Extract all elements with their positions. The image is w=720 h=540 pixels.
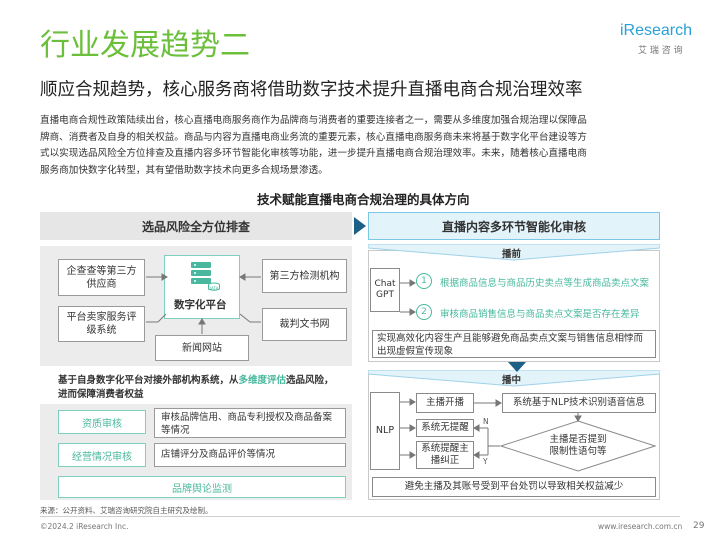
source-judgment-docs: 裁判文书网: [262, 308, 347, 341]
intro-paragraph: 直播电商合规性政策陆续出台，核心直播电商服务商作为品牌商与消费者的重要连接者之一…: [40, 113, 680, 179]
transition-arrow-right: [354, 217, 366, 235]
no-branch-label: N: [483, 417, 489, 426]
step-2-badge: 2: [416, 304, 432, 320]
source-note: 来源：公开资料、艾瑞咨询研究院自主研究及绘制。: [40, 506, 213, 515]
right-header: 直播内容多环节智能化审核: [368, 212, 660, 240]
remind-box: 系统提醒主播纠正: [416, 441, 474, 469]
footer-url: www.iresearch.com.cn: [598, 522, 683, 531]
page-title: 行业发展趋势二: [40, 28, 250, 63]
footer-divider: [40, 516, 680, 517]
left-note-highlight: 多维度评估: [238, 375, 287, 386]
logo-text: iResearch: [620, 22, 693, 39]
intro-line: 牌商、消费者及自身的相关权益。商品与内容为直播电商业务流的重要元素，核心直播电商…: [40, 131, 587, 143]
mid-live-label: 播中: [502, 375, 522, 386]
host-start-box: 主播开播: [416, 393, 474, 413]
intro-line: 式以实现选品风险全方位排查及直播内容多环节智能化审核等功能，进一步提升直播电商合…: [40, 148, 587, 159]
decision-text: 主播是否提到限制性语句等: [549, 434, 607, 457]
yes-branch-label: Y: [483, 457, 488, 466]
intro-line: 直播电商合规性政策陆续出台，核心直播电商服务商作为品牌商与消费者的重要连接者之一…: [40, 115, 587, 126]
left-note-part: 选品风险，: [286, 375, 334, 386]
source-qichacha: 企查查等第三方供应商: [58, 259, 145, 296]
review-qualification: 资质审核: [58, 410, 146, 434]
review-qualification-desc: 审核品牌信用、商品专利授权及商品备案等情况: [154, 408, 346, 438]
pre-live-tab-arrow: [368, 244, 660, 261]
server-database-icon: [190, 261, 220, 291]
step-1-badge: 1: [416, 273, 432, 289]
chatgpt-box: Chat GPT: [370, 268, 400, 312]
step-2-text: 审核商品销售信息与商品卖点文案是否存在差异: [440, 309, 640, 320]
copyright: ©2024.2 iResearch Inc.: [40, 522, 129, 531]
nlp-box: NLP: [370, 392, 400, 470]
left-header: 选品风险全方位排查: [40, 212, 352, 240]
review-operation: 经营情况审核: [58, 443, 146, 467]
page-subtitle: 顺应合规趋势，核心服务商将借助数字技术提升直播电商合规治理效率: [40, 80, 583, 100]
decision-diamond: [500, 420, 656, 472]
page-number: 29: [693, 521, 705, 531]
review-operation-desc: 店铺评分及商品评价等情况: [154, 443, 346, 467]
logo-subtext: 艾 瑞 咨 询: [638, 46, 683, 56]
source-seller-rating: 平台卖家服务评级系统: [58, 306, 145, 342]
brand-sentiment-monitoring: 品牌舆论监测: [58, 476, 346, 498]
mid-live-tab-arrow: [368, 370, 660, 387]
source-news: 新闻网站: [155, 335, 249, 361]
step-1-text: 根据商品信息与商品历史卖点等生成商品卖点文案: [440, 278, 650, 289]
transition-arrow-down: [508, 362, 526, 372]
asr-box: 系统基于NLP技术识别语音信息: [502, 393, 656, 413]
pre-live-result: 实现高效化内容生产且能够避免商品卖点文案与销售信息相悖而出现虚假宣传现象: [372, 330, 656, 358]
mid-live-result: 避免主播及其账号受到平台处罚以导致相关权益减少: [372, 477, 656, 497]
left-note-part: 基于自身数字化平台对接外部机构系统，从: [58, 375, 239, 386]
source-testing-agency: 第三方检测机构: [262, 259, 347, 293]
iresearch-logo: iResearch 艾 瑞 咨 询: [620, 16, 700, 60]
left-note: 基于自身数字化平台对接外部机构系统，从多维度评估选品风险， 进而保障消费者权益: [58, 374, 358, 402]
digital-platform-label: 数字化平台: [174, 299, 227, 311]
db-label: DATA: [208, 286, 219, 291]
pre-live-label: 播前: [502, 249, 522, 260]
left-note-part: 进而保障消费者权益: [58, 389, 144, 400]
intro-line: 服务商加快数字化转型，其有望借助数字技术向更多合规场景渗透。: [40, 164, 328, 176]
diagram-title: 技术赋能直播电商合规治理的具体方向: [257, 192, 470, 207]
